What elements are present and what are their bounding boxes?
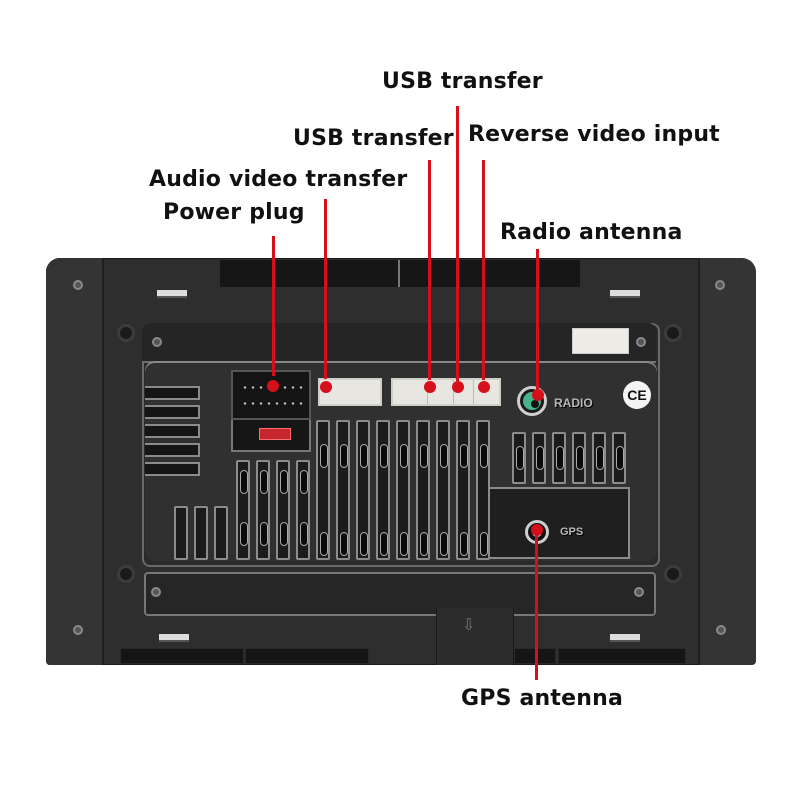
leader-audio-video (324, 199, 327, 379)
label-gps-antenna: GPS antenna (461, 686, 624, 711)
mount-boss (664, 324, 682, 342)
heatsink-fin (276, 460, 290, 560)
screw-icon (716, 625, 726, 635)
screw-icon (636, 337, 646, 347)
heatsink-fin (396, 420, 410, 560)
power-plug-connector (231, 370, 311, 420)
vent-slot (159, 634, 189, 642)
heatsink-fin (296, 460, 310, 560)
label-radio-antenna: Radio antenna (500, 220, 683, 245)
mount-boss (117, 565, 135, 583)
gps-marking: GPS (560, 526, 584, 538)
fuse-icon (259, 428, 291, 440)
bottom-plate (144, 572, 656, 616)
heatsink-fin (512, 432, 526, 484)
vent-slot (157, 290, 187, 298)
bottom-flap (436, 608, 514, 665)
bottom-slot (245, 648, 369, 664)
heatsink-fin (174, 506, 188, 560)
heatsink-fin (214, 506, 228, 560)
leader-gps-antenna (535, 528, 538, 680)
pointer-usb-transfer-top (452, 381, 464, 393)
heatsink-fin (316, 420, 330, 560)
vent-slot (610, 290, 640, 298)
top-cutout (220, 260, 580, 287)
pointer-radio-antenna (532, 389, 544, 401)
screw-icon (634, 587, 644, 597)
pointer-reverse-video (478, 381, 490, 393)
heatsink-fin (532, 432, 546, 484)
vent (145, 424, 200, 438)
heatsink-fin (356, 420, 370, 560)
screw-icon (73, 280, 83, 290)
mount-bracket-left (46, 258, 104, 665)
heatsink-fin (456, 420, 470, 560)
screw-icon (73, 625, 83, 635)
heatsink-fin (376, 420, 390, 560)
vent (145, 462, 200, 476)
heatsink-fin (416, 420, 430, 560)
gps-panel (488, 487, 630, 559)
heatsink-fin (336, 420, 350, 560)
pointer-gps-antenna (531, 524, 543, 536)
vent (145, 386, 200, 400)
leader-power-plug (272, 236, 275, 376)
ce-mark: CE (623, 381, 651, 409)
heatsink-fin (194, 506, 208, 560)
screw-icon (152, 337, 162, 347)
radio-marking: RADIO (554, 396, 593, 410)
vent-slot (610, 634, 640, 642)
pointer-usb-transfer (424, 381, 436, 393)
mount-bracket-right (698, 258, 756, 665)
bottom-slot (120, 648, 244, 664)
heatsink-fin (236, 460, 250, 560)
label-power-plug: Power plug (163, 200, 305, 225)
fuse-holder (231, 420, 311, 452)
screw-icon (715, 280, 725, 290)
heatsink-fin (572, 432, 586, 484)
heatsink-fin (612, 432, 626, 484)
vent (145, 405, 200, 419)
mount-boss (664, 565, 682, 583)
label-reverse-video-input: Reverse video input (468, 122, 720, 147)
label-sticker (572, 328, 629, 354)
label-usb-transfer: USB transfer (293, 126, 454, 151)
vent (145, 443, 200, 457)
leader-usb-transfer-top (456, 106, 459, 381)
leader-reverse-video (482, 160, 485, 380)
heatsink-fin (552, 432, 566, 484)
leader-usb-transfer (428, 160, 431, 380)
pointer-power-plug (267, 380, 279, 392)
bottom-slot (558, 648, 686, 664)
arrow-down-icon: ⇩ (462, 615, 476, 634)
label-audio-video-transfer: Audio video transfer (149, 167, 408, 192)
screw-icon (151, 587, 161, 597)
pointer-audio-video (320, 381, 332, 393)
heatsink-fin (592, 432, 606, 484)
leader-radio-antenna (536, 249, 539, 394)
heatsink-fin (436, 420, 450, 560)
heatsink-fin (256, 460, 270, 560)
label-usb-transfer-top: USB transfer (382, 69, 543, 94)
mount-boss (117, 324, 135, 342)
